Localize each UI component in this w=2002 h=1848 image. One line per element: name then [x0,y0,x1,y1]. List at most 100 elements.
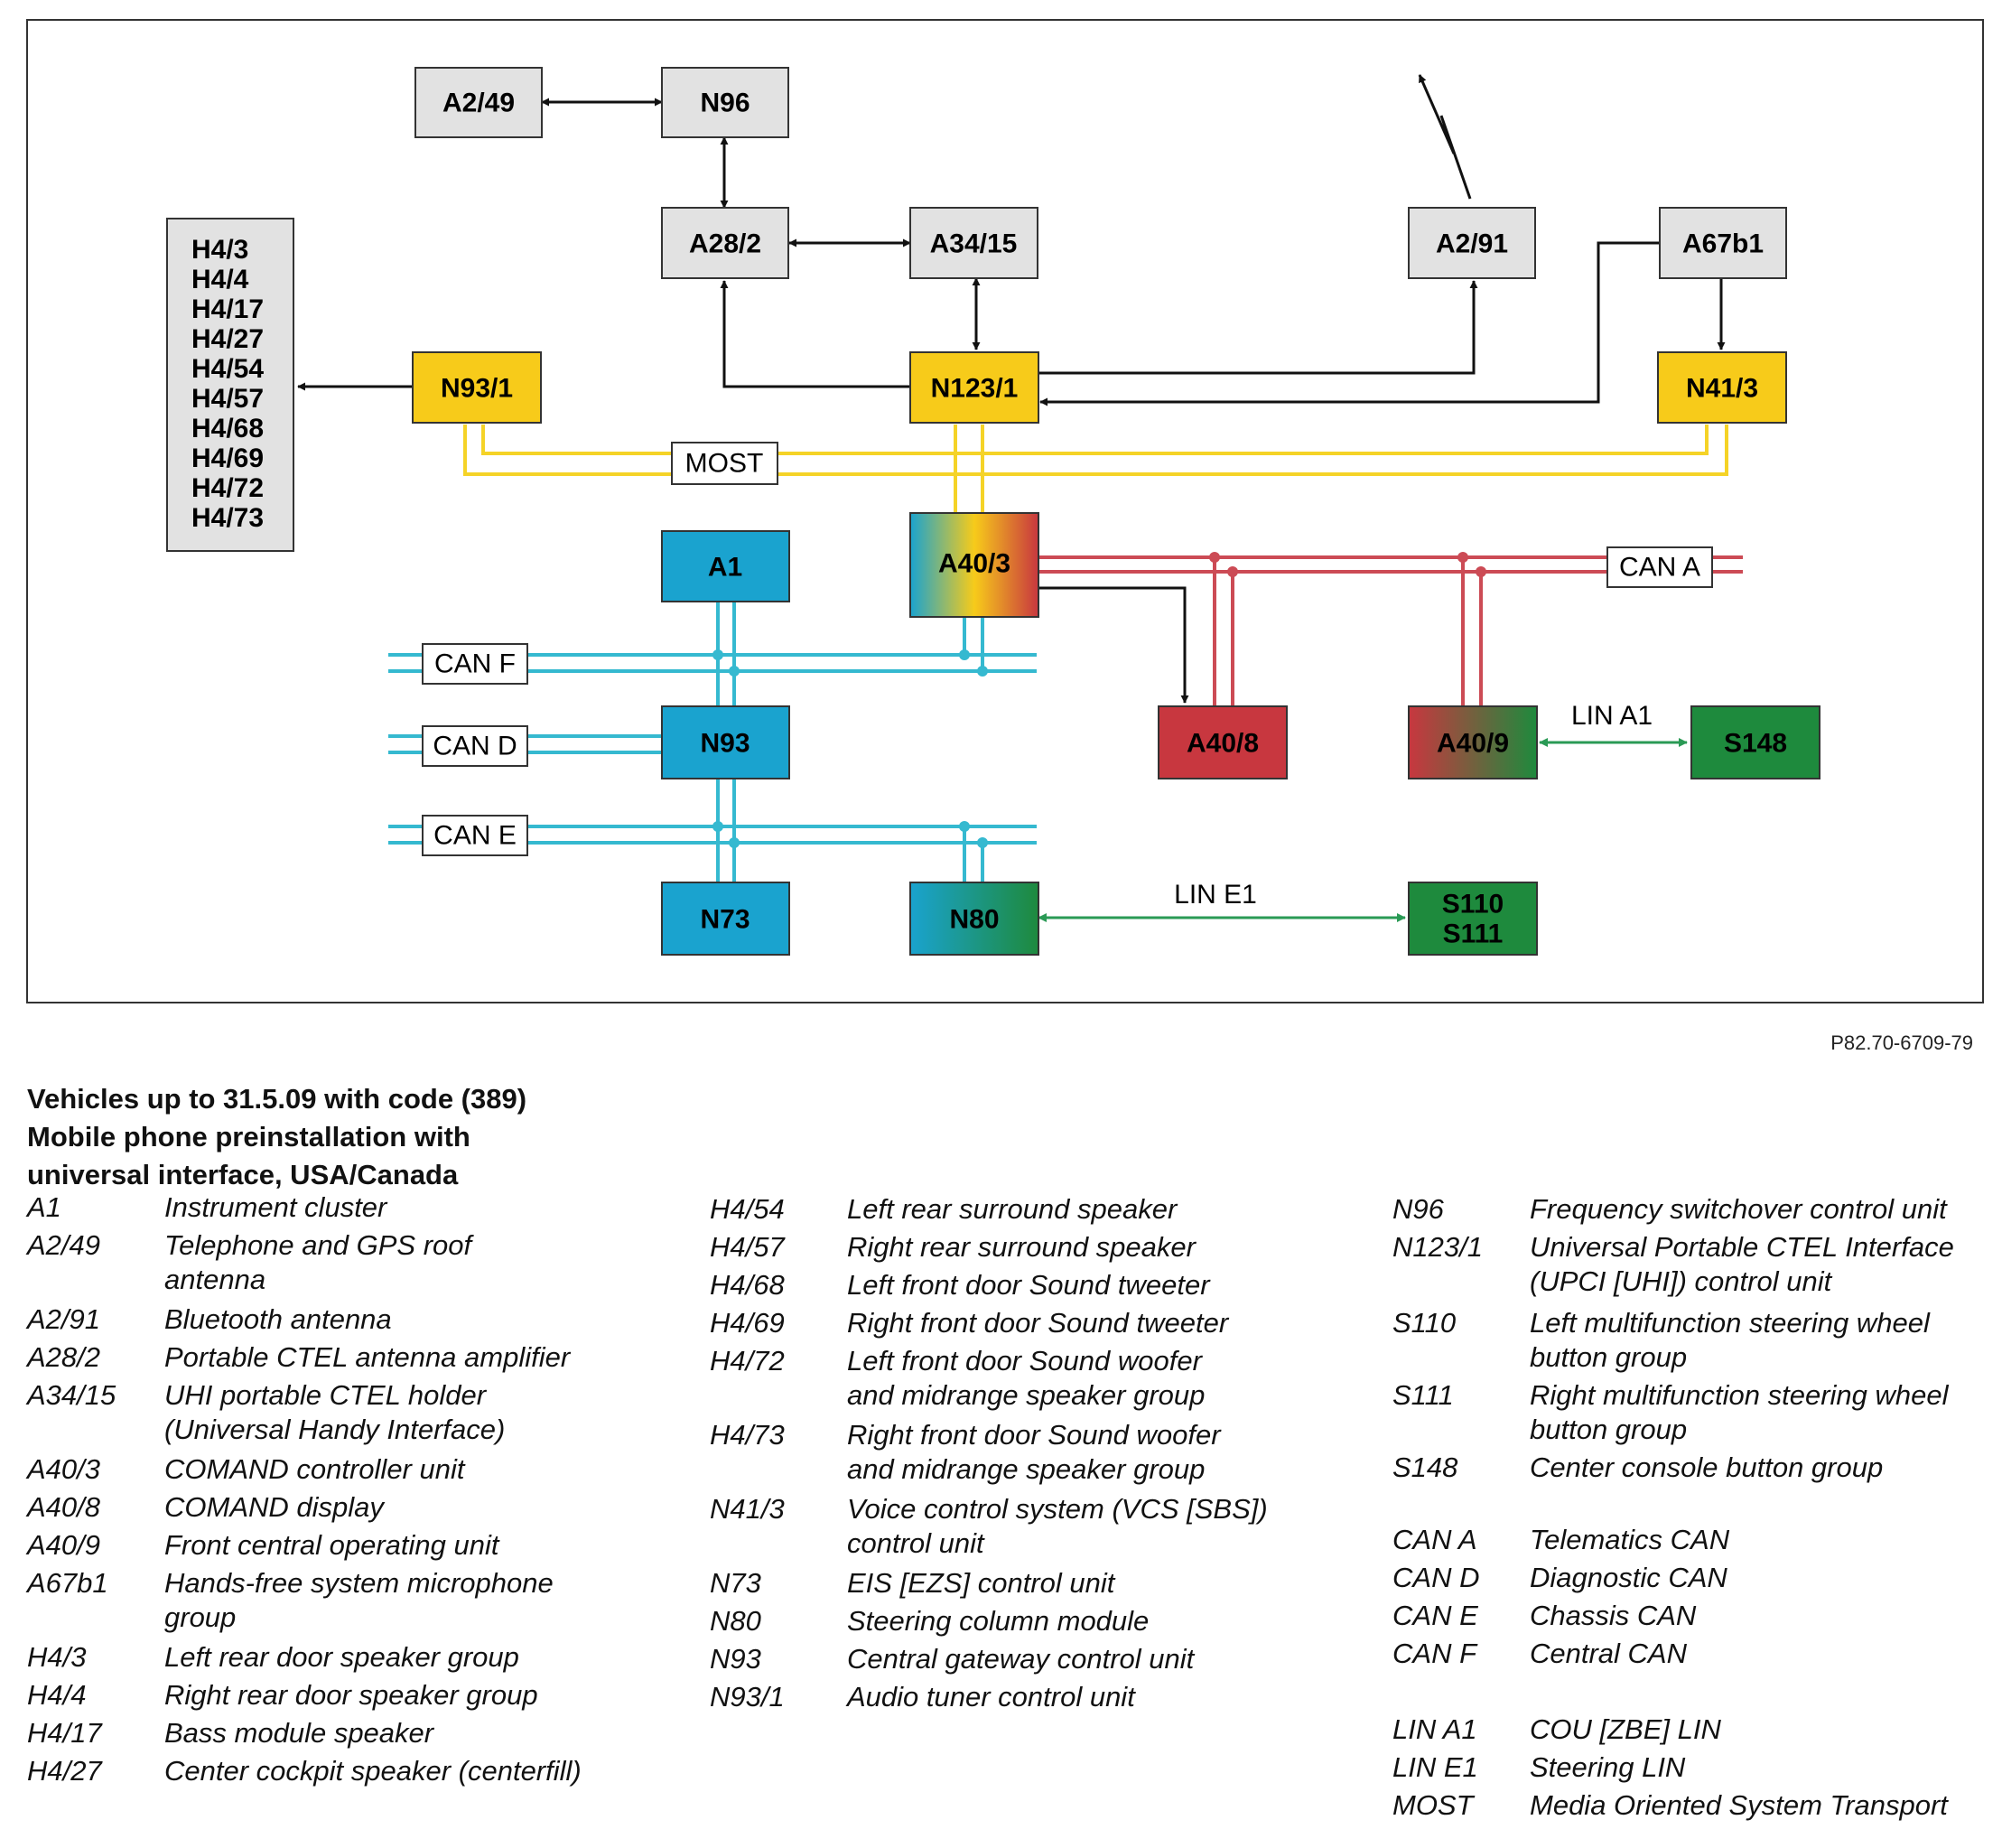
speaker-list-item: H4/57 [191,384,264,414]
bus-label-lin-e1: LIN E1 [1174,880,1257,910]
component-label-s110: S110 [1442,890,1504,919]
speaker-list-item: H4/73 [191,503,264,533]
link-a67b1-n123-1 [1039,241,1660,406]
component-label-a2-91: A2/91 [1436,229,1508,259]
legend-description: Left rear door speaker group [164,1640,519,1675]
component-box-a34-15: A34/15 [909,207,1038,279]
can-a-junctions [1209,552,1486,577]
component-label-a40-9: A40/9 [1437,729,1509,759]
legend-description-line: Bluetooth antenna [164,1303,392,1335]
legend-description-line: COU [ZBE] LIN [1530,1713,1721,1745]
legend-description: COMAND display [164,1490,384,1525]
can-f-junctions [712,649,988,677]
legend-description-line: button group [1530,1341,1688,1373]
bus-label-can-d-text: CAN D [433,732,517,761]
legend-code: A67b1 [27,1567,108,1599]
legend-code: CAN D [1392,1562,1480,1593]
antenna-signal [1418,74,1472,200]
component-label-a2-49: A2/49 [442,89,515,118]
legend-description: Central CAN [1530,1637,1687,1671]
diagram-frame [26,19,1984,1003]
legend-description-line: antenna [164,1264,266,1295]
component-box-n93-1: N93/1 [412,351,542,424]
legend-description-line: Steering column module [847,1605,1150,1637]
component-label-a1: A1 [708,553,742,583]
legend-description: Frequency switchover control unit [1530,1192,1947,1227]
bus-label-can-e-text: CAN E [433,821,517,851]
legend-code: H4/68 [710,1269,785,1301]
legend-description-line: Central CAN [1530,1638,1687,1669]
legend-description-line: Telephone and GPS roof [164,1229,472,1261]
legend-description-line: Right front door Sound woofer [847,1419,1221,1451]
bus-label-can-a-text: CAN A [1619,553,1700,583]
legend-code: H4/57 [710,1231,785,1263]
legend-description: Steering LIN [1530,1750,1685,1785]
speaker-list-box: H4/3H4/4H4/17H4/27H4/54H4/57H4/68H4/69H4… [166,218,294,552]
can-e-junctions [712,821,988,848]
most-bus [463,425,1728,513]
component-box-a40-9: A40/9 [1408,705,1538,779]
component-label-n41-3: N41/3 [1686,374,1758,404]
legend-description-line: Media Oriented System Transport [1530,1789,1948,1821]
component-label-a40-8: A40/8 [1187,729,1259,759]
legend-code: A28/2 [27,1341,101,1373]
legend-code: LIN E1 [1392,1751,1478,1783]
component-box-n96: N96 [661,67,789,138]
legend-code: A40/9 [27,1529,101,1561]
network-diagram: A2/49 N96 A28/2 A34/15 A2/91 A67b1 N93/1… [26,19,1984,1003]
legend-code: H4/69 [710,1307,785,1339]
legend-description-line: control unit [847,1527,984,1559]
component-label-s111: S111 [1443,919,1504,949]
legend-description-line: Left front door Sound woofer [847,1345,1202,1377]
speaker-list-item: H4/72 [191,473,264,503]
component-box-a2-91: A2/91 [1408,207,1536,279]
legend-code: CAN F [1392,1638,1476,1669]
legend-code: H4/17 [27,1717,102,1749]
legend-description-line: button group [1530,1414,1688,1445]
bus-label-most-text: MOST [685,449,764,479]
legend-description-line: Instrument cluster [164,1191,387,1223]
component-box-s110-s111: S110 S111 [1408,882,1538,956]
legend-code: N73 [710,1567,761,1599]
component-box-a1: A1 [661,530,790,602]
legend-code: A34/15 [27,1379,116,1411]
legend-code: S111 [1392,1379,1454,1411]
legend-description-line: Audio tuner control unit [847,1681,1135,1713]
component-box-a67b1: A67b1 [1659,207,1787,279]
legend-description: COU [ZBE] LIN [1530,1713,1721,1747]
component-label-a40-3: A40/3 [938,549,1010,579]
legend-description-line: Left front door Sound tweeter [847,1269,1210,1301]
legend-description: Central gateway control unit [847,1642,1194,1676]
legend-description: Media Oriented System Transport [1530,1788,1948,1823]
legend-title-line: Mobile phone preinstallation with [27,1121,470,1153]
legend-description: Bluetooth antenna [164,1302,392,1337]
legend-code: N93/1 [710,1681,785,1713]
legend-description-line: Center console button group [1530,1451,1884,1483]
legend-description-line: Right rear door speaker group [164,1679,538,1711]
legend-description: Right rear door speaker group [164,1678,538,1713]
legend-description-line: COMAND display [164,1491,384,1523]
component-label-n96: N96 [700,89,750,118]
bus-label-most: MOST [671,442,778,485]
legend-description-line: Center cockpit speaker (centerfill) [164,1755,582,1787]
legend-description-line: Voice control system (VCS [SBS]) [847,1493,1268,1525]
legend-code: H4/27 [27,1755,102,1787]
legend-description-line: Telematics CAN [1530,1524,1730,1555]
bus-label-can-d: CAN D [422,725,528,767]
speaker-list-item: H4/4 [191,265,249,294]
legend-description-line: Hands-free system microphone [164,1567,554,1599]
component-box-n73: N73 [661,882,790,956]
bus-label-can-e: CAN E [422,815,528,856]
component-box-n80: N80 [909,882,1039,956]
legend-description: Voice control system (VCS [SBS])control … [847,1492,1268,1561]
component-box-a40-8: A40/8 [1158,705,1288,779]
legend-description-line: Universal Portable CTEL Interface [1530,1231,1954,1263]
legend-description: Right front door Sound tweeter [847,1306,1228,1340]
component-label-a28-2: A28/2 [689,229,761,259]
legend-description: Diagnostic CAN [1530,1561,1727,1595]
component-label-n80: N80 [949,905,999,935]
